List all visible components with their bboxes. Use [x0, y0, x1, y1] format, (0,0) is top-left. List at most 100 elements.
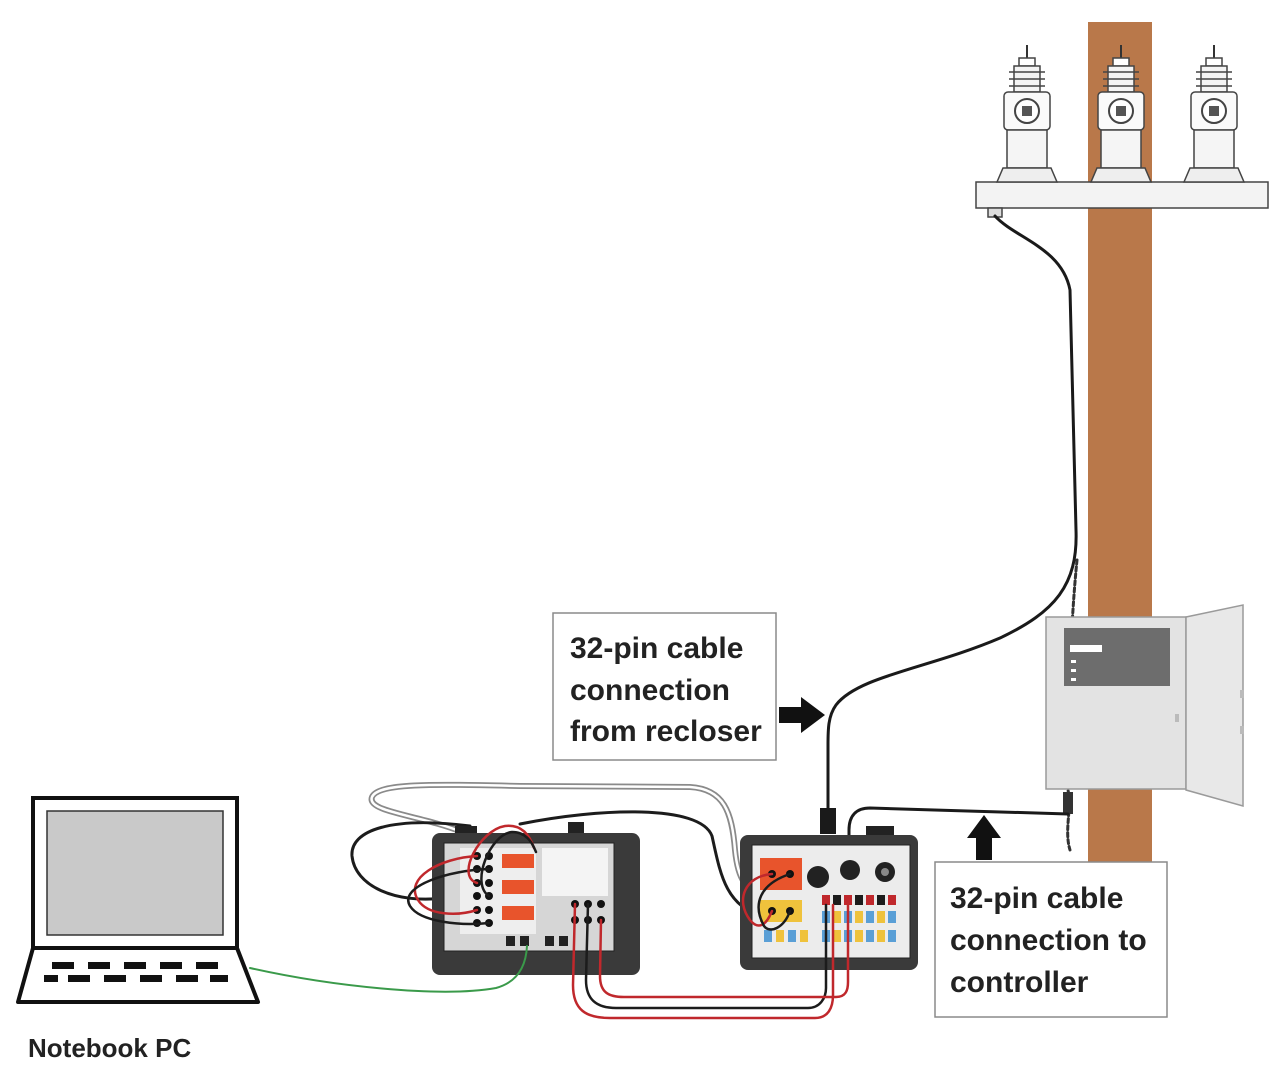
test-set-bottom-jack [520, 936, 529, 946]
test-switch-terminal [788, 930, 796, 942]
test-switch-terminal [866, 895, 874, 905]
test-switch-terminal [888, 911, 896, 923]
test-switch-terminal [764, 930, 772, 942]
callout-recloser-line-3: from recloser [570, 715, 762, 748]
test-switch-terminal [866, 911, 874, 923]
test-set-output-tag [502, 854, 534, 868]
bushing-base [1089, 167, 1153, 183]
laptop-icon [16, 796, 260, 1004]
red-lead [413, 854, 479, 915]
bushing-eye-core [1022, 106, 1032, 116]
recloser-bushing-icon [1089, 45, 1153, 183]
keyboard-key [88, 962, 110, 969]
red-lead-to-switch [571, 902, 835, 1020]
test-set-icon [432, 822, 640, 975]
test-switch-terminal [833, 930, 841, 942]
callout-controller-line-1: 32-pin cable [950, 882, 1123, 915]
callout-controller-line-2: connection to [950, 924, 1147, 957]
controller-indicator [1071, 660, 1076, 663]
controller-control-cable [847, 806, 1070, 852]
laptop-base [16, 946, 260, 1004]
test-set-input-jack [597, 900, 605, 908]
green-comm-cable [249, 945, 528, 993]
test-switch-terminal [888, 930, 896, 942]
keyboard-key [140, 975, 162, 982]
bushing-lower-housing [1100, 129, 1142, 169]
door-hinge [1240, 726, 1244, 734]
red-lead [467, 824, 536, 885]
test-switch-handle [866, 826, 894, 836]
controller-door [1185, 604, 1244, 807]
test-set-jack [485, 879, 493, 887]
callout-recloser-line-2: connection [570, 674, 730, 707]
recloser-control-cable [826, 214, 1078, 820]
recloser-cable-plug [820, 808, 836, 834]
keyboard-key [52, 962, 74, 969]
test-set-latch [455, 826, 477, 834]
bushing-cap [1018, 57, 1036, 67]
test-switch-terminal [776, 930, 784, 942]
black-lead [407, 867, 491, 926]
black-lead-to-switch [584, 902, 828, 1010]
arrow-right-icon [779, 697, 825, 733]
black-cable-to-switch [518, 810, 764, 918]
test-switch-terminal [833, 895, 841, 905]
recloser-bushing-icon [995, 45, 1059, 183]
keyboard-key [104, 975, 126, 982]
test-set-bottom-jack [545, 936, 554, 946]
test-switch-terminal [855, 895, 863, 905]
keyboard-key [176, 975, 198, 982]
notebook-pc-label: Notebook PC [28, 1033, 191, 1063]
controller-display [1070, 645, 1102, 652]
keyboard-key [160, 962, 182, 969]
callout-recloser-line-1: 32-pin cable [570, 632, 743, 665]
red-lead-switch-loop [741, 872, 774, 927]
door-hinge [1240, 690, 1244, 698]
recloser-bushing-icon [1182, 45, 1246, 183]
test-switch-terminal [866, 930, 874, 942]
bushing-eye-core [1209, 106, 1219, 116]
test-set-jack [485, 906, 493, 914]
bushing-base [1182, 167, 1246, 183]
crossarm-beam [975, 181, 1269, 209]
bushing-lower-housing [1006, 129, 1048, 169]
red-lead-to-switch [598, 903, 850, 999]
bushing-base [995, 167, 1059, 183]
arrow-up-icon [967, 815, 1001, 860]
test-switch-terminal [833, 911, 841, 923]
bushing-lower-housing [1193, 129, 1235, 169]
test-switch-terminal [888, 895, 896, 905]
keyboard-key [68, 975, 90, 982]
callout-recloser: 32-pin cable connection from recloser [552, 612, 777, 761]
test-switch-connector [807, 866, 829, 888]
test-switch-connector [840, 860, 860, 880]
crossarm [975, 181, 1269, 218]
keyboard-key [196, 962, 218, 969]
test-switch-terminal [855, 930, 863, 942]
test-set-handle [568, 822, 584, 835]
keyboard-key [124, 962, 146, 969]
test-switch-terminal [877, 930, 885, 942]
bushing-cap [1205, 57, 1223, 67]
bushing-eye-core [1116, 106, 1126, 116]
black-lead [480, 830, 538, 898]
test-switch-terminal-block [760, 900, 802, 922]
keyboard-key [210, 975, 228, 982]
controller-cabinet-icon [1045, 604, 1244, 814]
test-set-output-tag [502, 906, 534, 920]
test-set-output-tag [502, 880, 534, 894]
black-lead-switch-loop [757, 872, 792, 931]
test-switch-terminal [877, 911, 885, 923]
test-switch-terminal [855, 911, 863, 923]
test-set-display-area [542, 848, 608, 896]
callout-controller-box [934, 861, 1168, 1018]
test-switch-terminal [822, 895, 830, 905]
controller-panel [1064, 628, 1170, 686]
test-switch-terminal [877, 895, 885, 905]
callout-controller-line-3: controller [950, 966, 1089, 999]
controller-indicator [1071, 678, 1076, 681]
test-switch-terminal [800, 930, 808, 942]
controller-latch [1175, 714, 1179, 722]
bushing-cap [1112, 57, 1130, 67]
